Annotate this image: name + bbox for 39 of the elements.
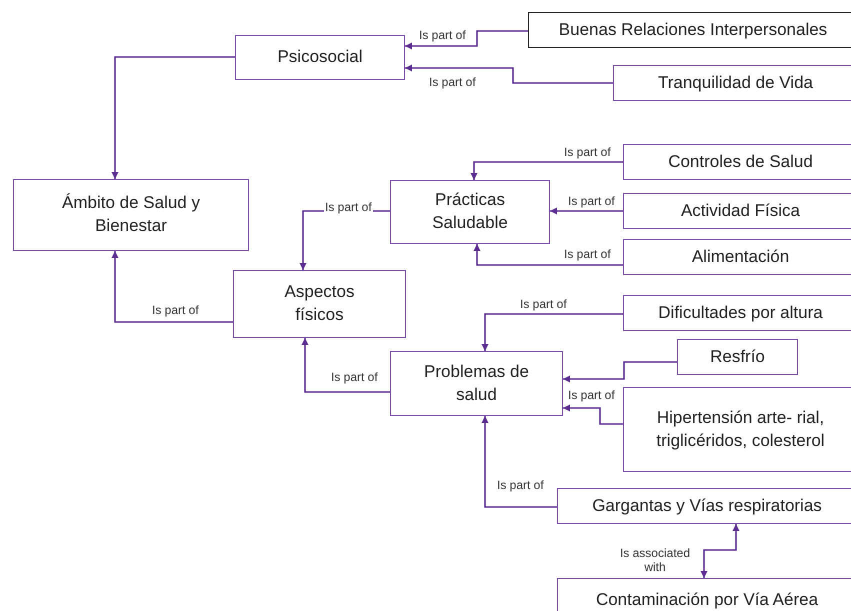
concept-box: Dificultades por altura: [623, 295, 851, 331]
arrow: [700, 524, 740, 578]
arrow: [112, 56, 235, 179]
concept-box: Ámbito de Salud y Bienestar: [13, 179, 249, 251]
edge-label: Is part of: [567, 388, 616, 402]
concept-box: Contaminación por Vía Aérea: [557, 578, 851, 611]
concept-box: Buenas Relaciones Interpersonales: [528, 12, 851, 48]
edge-label: Is part of: [330, 370, 379, 384]
arrow: [563, 361, 677, 382]
edge-label: Is part of: [324, 200, 373, 214]
arrow: [482, 416, 557, 508]
arrow: [405, 30, 528, 50]
edge-label: Is part of: [563, 145, 612, 160]
edge-label: Is part of: [567, 194, 616, 208]
arrow: [482, 313, 623, 351]
edge-label: Is part of: [151, 303, 200, 318]
concept-box: Problemas de salud: [390, 351, 563, 416]
arrow: [405, 64, 613, 84]
concept-box: Alimentación: [623, 239, 851, 275]
edge-label: Is part of: [418, 28, 467, 42]
edge-label: Is part of: [496, 478, 545, 492]
concept-box: Tranquilidad de Vida: [613, 65, 851, 101]
concept-box: Hipertensión arte- rial, triglicéridos, colesterol: [623, 387, 851, 472]
concept-box: Resfrío: [677, 339, 798, 375]
concept-box: Gargantas y Vías respiratorias: [557, 488, 851, 524]
arrow: [563, 404, 623, 425]
concept-box: Actividad Física: [623, 193, 851, 229]
concept-box: Controles de Salud: [623, 144, 851, 180]
arrow: [112, 251, 233, 323]
edge-label: Is part of: [428, 75, 477, 90]
arrow: [302, 338, 390, 393]
arrow: [550, 208, 623, 214]
concept-box: Aspectos físicos: [233, 270, 406, 338]
arrow: [470, 161, 623, 180]
edge-label: Is part of: [563, 247, 612, 262]
arrow: [474, 244, 623, 266]
edge-label: Is part of: [519, 297, 568, 312]
concept-box: Prácticas Saludable: [390, 180, 550, 244]
concept-box: Psicosocial: [235, 35, 405, 80]
